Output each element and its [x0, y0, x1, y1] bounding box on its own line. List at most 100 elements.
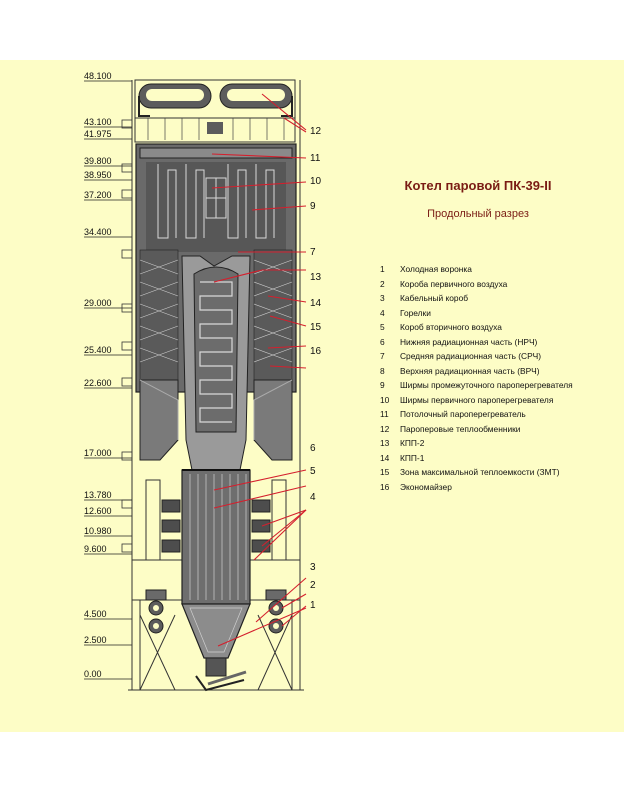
svg-text:25.400: 25.400	[84, 345, 112, 355]
svg-text:12.600: 12.600	[84, 506, 112, 516]
svg-text:13.780: 13.780	[84, 490, 112, 500]
elevation-mark: 4.500	[84, 609, 132, 620]
legend-number: 1	[380, 264, 385, 274]
legend-text: Средняя радиационная часть (СРЧ)	[400, 351, 542, 361]
elevation-mark: 22.600	[84, 378, 132, 389]
legend-number: 14	[380, 452, 390, 463]
svg-text:29.000: 29.000	[84, 298, 112, 308]
legend-item: 14 КПП-1	[380, 451, 573, 466]
legend-item: 4 Горелки	[380, 306, 573, 321]
legend-number: 11	[380, 409, 389, 419]
legend-text: Верхняя радиационная часть (ВРЧ)	[400, 365, 540, 376]
legend-number: 4	[380, 307, 385, 318]
elevation-mark: 13.780	[84, 490, 132, 501]
leader-lines	[211, 93, 307, 647]
legend-text: Короб вторичного воздуха	[400, 322, 502, 332]
legend-item: 10 Ширмы первичного пароперегревателя	[380, 393, 573, 408]
legend-item: 13 КПП-2	[380, 436, 573, 451]
legend-text: Ширмы промежуточного пароперегревателя	[400, 380, 573, 390]
elevation-mark: 38.950	[84, 170, 132, 181]
legend-number: 5	[380, 322, 385, 332]
legend-number: 15	[380, 467, 390, 477]
legend-text: Зона максимальной теплоемкости (ЗМТ)	[400, 467, 560, 477]
legend-item: 7 Средняя радиационная часть (СРЧ)	[380, 349, 573, 364]
svg-text:4.500: 4.500	[84, 609, 107, 619]
legend-number: 8	[380, 365, 385, 376]
callout-number: 15	[310, 322, 322, 333]
diagram-title: Котел паровой ПК-39-II	[404, 178, 552, 193]
legend-text: КПП-1	[400, 452, 425, 463]
legend-item: 15 Зона максимальной теплоемкости (ЗМТ)	[380, 465, 573, 480]
svg-text:17.000: 17.000	[84, 448, 112, 458]
elevation-mark: 37.200	[84, 190, 132, 201]
callout-number: 3	[310, 562, 316, 573]
callout-number: 9	[310, 201, 316, 212]
svg-text:39.800: 39.800	[84, 156, 112, 166]
legend-text: Нижняя радиационная часть (НРЧ)	[400, 336, 538, 347]
elevation-mark: 41.975	[84, 129, 132, 140]
legend-number: 10	[380, 394, 390, 405]
slide: 48.100 43.100 41.975 39.800 38.950 37.20…	[0, 60, 624, 732]
svg-text:22.600: 22.600	[84, 378, 112, 388]
legend-item: 9 Ширмы промежуточного пароперегревателя	[380, 378, 573, 393]
elevation-mark: 34.400	[84, 227, 132, 238]
elevation-mark: 12.600	[84, 506, 132, 517]
legend-number: 6	[380, 336, 385, 347]
callout-number: 13	[310, 272, 322, 283]
furnace-body	[135, 143, 297, 692]
legend-text: Ширмы первичного пароперегревателя	[400, 394, 554, 405]
elevation-mark: 43.100	[84, 117, 132, 128]
elevation-mark: 29.000	[84, 298, 132, 309]
diagram-subtitle: Продольный разрез	[427, 208, 529, 220]
legend-item: 16 Экономайзер	[380, 480, 573, 495]
elevation-scale: 48.100 43.100 41.975 39.800 38.950 37.20…	[84, 71, 132, 680]
legend-number: 3	[380, 293, 385, 303]
svg-text:9.600: 9.600	[84, 544, 107, 554]
legend-text: Кабельный короб	[400, 293, 469, 303]
callout-number: 10	[310, 176, 322, 187]
legend-item: 3 Кабельный короб	[380, 291, 573, 306]
callout-number: 12	[310, 126, 322, 137]
legend-text: КПП-2	[400, 438, 425, 448]
legend-text: Экономайзер	[400, 481, 452, 492]
callout-number: 4	[310, 492, 316, 503]
svg-text:10.980: 10.980	[84, 526, 112, 536]
legend-number: 16	[380, 481, 390, 492]
callout-number: 7	[310, 247, 316, 258]
elevation-mark: 17.000	[84, 448, 132, 459]
legend-item: 8 Верхняя радиационная часть (ВРЧ)	[380, 364, 573, 379]
callout-number: 16	[310, 346, 322, 357]
svg-text:41.975: 41.975	[84, 129, 112, 139]
svg-text:34.400: 34.400	[84, 227, 112, 237]
legend-item: 5 Короб вторичного воздуха	[380, 320, 573, 335]
callout-number: 5	[310, 466, 316, 477]
svg-text:37.200: 37.200	[84, 190, 112, 200]
legend-text: Пароперовые теплообменники	[400, 423, 521, 434]
callout-number: 11	[310, 153, 321, 164]
elevation-mark: 10.980	[84, 526, 132, 537]
boiler-section-drawing: 48.100 43.100 41.975 39.800 38.950 37.20…	[84, 71, 322, 692]
callout-number: 6	[310, 443, 316, 454]
steam-heat-exchangers	[134, 79, 296, 143]
legend-text: Короба первичного воздуха	[400, 278, 508, 289]
svg-text:38.950: 38.950	[84, 170, 112, 180]
legend-number: 2	[380, 278, 385, 289]
svg-text:43.100: 43.100	[84, 117, 112, 127]
legend-item: 6 Нижняя радиационная часть (НРЧ)	[380, 335, 573, 350]
elevation-mark: 9.600	[84, 544, 132, 555]
elevation-mark: 25.400	[84, 345, 132, 356]
svg-text:48.100: 48.100	[84, 71, 112, 81]
elevation-mark: 0.00	[84, 669, 132, 680]
legend-number: 13	[380, 438, 390, 448]
callout-number: 14	[310, 298, 322, 309]
legend-text: Горелки	[400, 307, 431, 318]
elevation-mark: 2.500	[84, 635, 132, 646]
callout-number: 1	[310, 600, 316, 611]
elevation-mark: 39.800	[84, 156, 132, 167]
legend-number: 7	[380, 351, 385, 361]
legend-number: 9	[380, 380, 385, 390]
